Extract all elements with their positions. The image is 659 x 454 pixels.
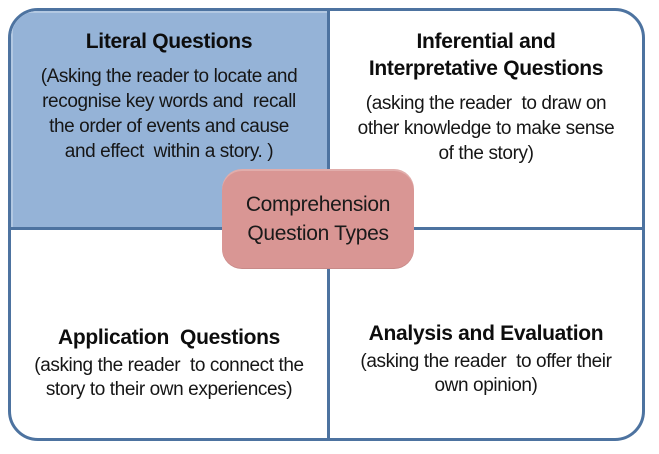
body-line: recognise key words and recall: [42, 91, 296, 112]
center-label-comprehension-question-types: Comprehension Question Types: [222, 169, 414, 269]
title-line: Literal Questions: [85, 30, 253, 53]
quadrant-title: Literal Questions: [85, 28, 253, 55]
quadrant-title: Analysis and Evaluation: [369, 320, 604, 347]
quadrant-literal-questions: Literal Questions (Asking the reader to …: [11, 11, 330, 230]
title-line: Interpretative Questions: [368, 57, 604, 80]
center-label-line: Question Types: [247, 222, 389, 245]
body-line: (asking the reader to draw on: [365, 93, 607, 114]
title-line: Analysis and Evaluation: [368, 322, 604, 345]
quadrant-title: Inferential and Interpretative Questions: [368, 28, 604, 82]
quadrant-inferential-interpretative-questions: Inferential and Interpretative Questions…: [330, 11, 642, 230]
quadrant-description: (asking the reader to connect the story …: [34, 354, 304, 402]
quadrant-analysis-evaluation: Analysis and Evaluation (asking the read…: [330, 230, 642, 438]
quadrant-title: Application Questions: [58, 324, 280, 351]
body-line: story to their own experiences): [45, 379, 293, 400]
center-label-line: Comprehension: [245, 193, 391, 216]
body-line: of the story): [438, 143, 534, 164]
title-line: Application Questions: [57, 326, 281, 349]
title-line: Inferential and: [416, 30, 556, 53]
body-line: (asking the reader to offer their: [360, 351, 612, 372]
quadrant-application-questions: Application Questions (asking the reader…: [11, 230, 330, 438]
quadrant-description: (asking the reader to draw on other know…: [358, 91, 615, 166]
body-line: the order of events and cause: [49, 116, 289, 137]
quadrant-description: (Asking the reader to locate and recogni…: [41, 64, 298, 164]
body-line: and effect within a story. ): [64, 141, 274, 162]
body-line: (asking the reader to connect the: [34, 355, 304, 376]
quadrant-matrix: Literal Questions (Asking the reader to …: [8, 8, 645, 441]
body-line: (Asking the reader to locate and: [40, 66, 298, 87]
quadrant-description: (asking the reader to offer their own op…: [360, 350, 612, 398]
body-line: other knowledge to make sense: [357, 118, 615, 139]
body-line: own opinion): [434, 375, 538, 396]
